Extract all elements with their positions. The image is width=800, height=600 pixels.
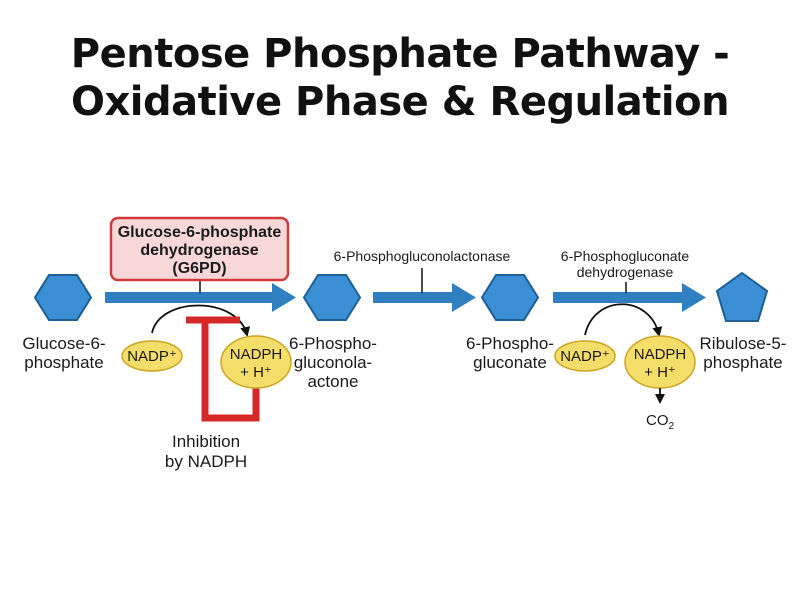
phosphogluconolactone-label-line-1: 6-Phospho- (289, 334, 377, 353)
nadp-label-2: NADP⁺ (560, 348, 610, 365)
g6pd-label-line-2: dehydrogenase (140, 242, 258, 259)
g6pd-enzyme-box (109, 216, 290, 282)
cofactor-curve-arrow-2 (584, 303, 663, 337)
diagram-title-line-2: Oxidative Phase & Regulation (70, 79, 730, 125)
phosphogluconolactone-hexagon (302, 274, 362, 321)
ribulose-5-phosphate-label-line-2: phosphate (703, 353, 782, 372)
glucose-6-phosphate-label-line-1: Glucose-6- (22, 334, 105, 353)
flow-arrow-3 (553, 283, 706, 312)
phosphogluconolactone-label-line-2: gluconola- (294, 353, 372, 372)
nadp-ellipse-1 (121, 340, 183, 372)
phosphogluconolactone-label-line-3: actone (307, 372, 358, 391)
nadp-label-1: NADP⁺ (127, 348, 177, 365)
flow-arrow-1 (105, 283, 296, 312)
nadph-ellipse-1 (220, 335, 292, 389)
nadph-label-1-line-2: + H⁺ (240, 364, 272, 381)
phosphogluconate-label-line-2: gluconate (473, 353, 547, 372)
ribulose-5-phosphate-label-line-1: Ribulose-5- (700, 334, 787, 353)
diagram-title-line-1: Pentose Phosphate Pathway - (70, 31, 730, 77)
cofactor-curve-arrow-1 (151, 304, 251, 337)
lactonase-label: 6-Phosphogluconolactonase (334, 248, 511, 264)
g6pd-label-line-3: (G6PD) (172, 260, 226, 277)
nadph-label-1-line-1: NADPH (230, 346, 283, 363)
pgd-label-line-1: 6-Phosphogluconate (561, 248, 690, 264)
phosphogluconate-label-line-1: 6-Phospho- (466, 334, 554, 353)
flow-arrow-2 (373, 283, 476, 312)
nadp-ellipse-2 (554, 340, 616, 372)
g6pd-label-line-1: Glucose-6-phosphate (118, 224, 282, 241)
ribulose-5-phosphate-pentagon (715, 271, 769, 322)
nadph-label-2-line-1: NADPH (634, 346, 687, 363)
pgd-label-line-2: dehydrogenase (577, 264, 674, 280)
inhibition-label-line-1: Inhibition (172, 432, 240, 451)
inhibition-feedback-line (201, 320, 260, 422)
inhibition-label-line-2: by NADPH (165, 452, 247, 471)
co2-label: CO2 (646, 412, 675, 432)
phosphogluconate-hexagon (480, 274, 540, 321)
nadph-label-2-line-2: + H⁺ (644, 364, 676, 381)
glucose-6-phosphate-label-line-2: phosphate (24, 353, 103, 372)
glucose-6-phosphate-hexagon (33, 274, 93, 321)
